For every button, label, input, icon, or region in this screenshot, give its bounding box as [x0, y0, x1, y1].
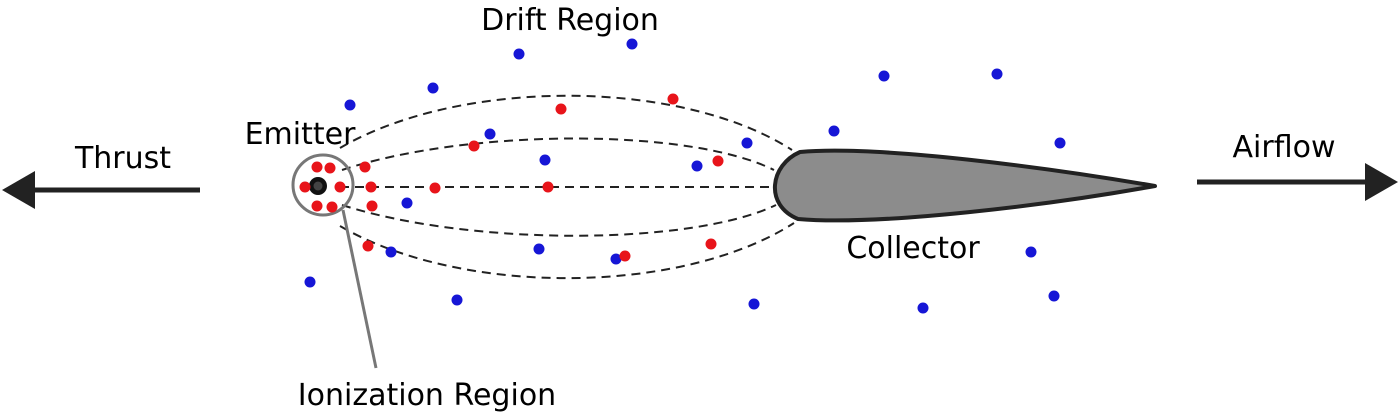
neutral-particle: [748, 298, 760, 310]
ionization-region-label: Ionization Region: [298, 378, 556, 413]
neutral-particle: [626, 38, 638, 50]
ion-particle: [468, 140, 480, 152]
neutral-particles: [304, 38, 1066, 314]
emitter-label: Emitter: [245, 117, 356, 152]
neutral-particle: [741, 137, 753, 149]
ion-particle: [542, 181, 554, 193]
emitter-wire-core: [313, 181, 323, 191]
field-line: [341, 204, 777, 237]
drift-region-label: Drift Region: [481, 3, 659, 38]
ion-particle: [712, 155, 724, 167]
neutral-particle: [878, 70, 890, 82]
field-line: [339, 94, 793, 151]
ionization-region-circle: [291, 153, 355, 217]
neutral-particle: [385, 246, 397, 258]
neutral-particle: [344, 99, 356, 111]
neutral-particle: [533, 243, 545, 255]
field-line: [339, 222, 795, 280]
ion-particle: [619, 250, 631, 262]
neutral-particle: [828, 125, 840, 137]
ion-particle: [362, 240, 374, 252]
neutral-particle: [917, 302, 929, 314]
field-lines: [339, 94, 795, 280]
field-line: [341, 137, 775, 171]
ion-particle: [311, 161, 323, 173]
neutral-particle: [427, 82, 439, 94]
neutral-particle: [304, 276, 316, 288]
ion-particle: [324, 162, 336, 174]
ion-particles: [299, 93, 724, 262]
ion-particle: [334, 181, 346, 193]
ion-particle: [555, 103, 567, 115]
ion-particle: [299, 181, 311, 193]
neutral-particle: [1025, 246, 1037, 258]
ion-particle: [705, 238, 717, 250]
ion-particle: [667, 93, 679, 105]
neutral-particle: [513, 48, 525, 60]
neutral-particle: [991, 68, 1003, 80]
ion-particle: [311, 200, 323, 212]
thrust-label: Thrust: [74, 141, 171, 176]
ion-particle: [429, 182, 441, 194]
collector-airfoil: [772, 148, 1157, 223]
airflow-label: Airflow: [1233, 130, 1336, 165]
airflow-arrow: [1197, 163, 1398, 201]
neutral-particle: [1054, 137, 1066, 149]
neutral-particle: [691, 160, 703, 172]
neutral-particle: [484, 128, 496, 140]
ion-particle: [366, 200, 378, 212]
neutral-particle: [1048, 290, 1060, 302]
ionization-callout-line: [341, 209, 378, 369]
ion-particle: [359, 161, 371, 173]
neutral-particle: [610, 253, 622, 265]
ion-particle: [365, 181, 377, 193]
ion-particle: [326, 201, 338, 213]
thrust-arrow: [2, 171, 200, 209]
neutral-particle: [539, 154, 551, 166]
collector-label: Collector: [846, 231, 980, 266]
neutral-particle: [451, 294, 463, 306]
neutral-particle: [401, 197, 413, 209]
